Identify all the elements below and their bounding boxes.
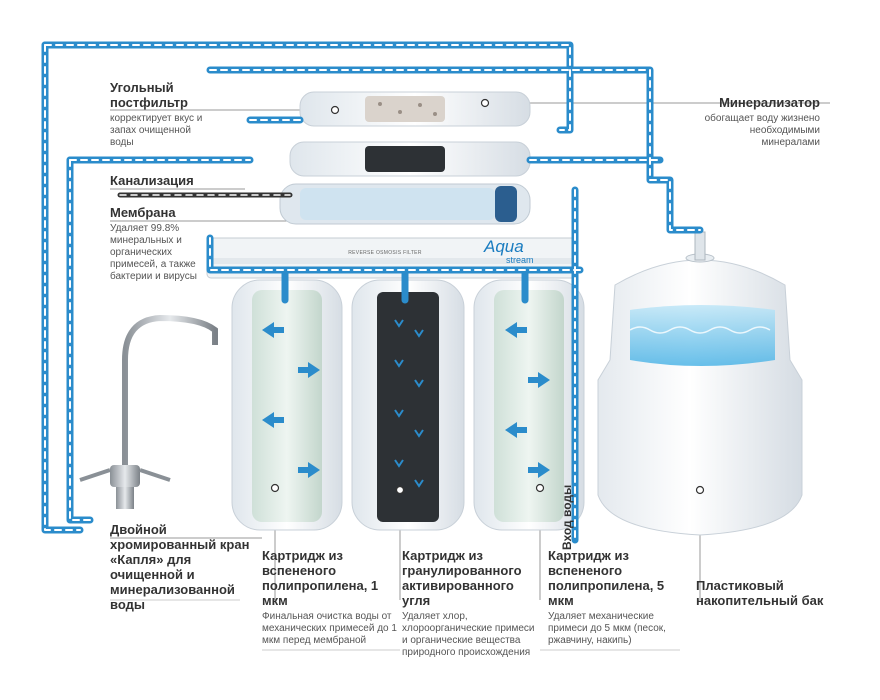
label-faucet-title: Двойной хромированный кран «Капля» для о… [110,522,250,612]
label-mineralizer-title: Минерализатор [719,95,820,110]
label-postfilter-desc: корректирует вкус и запах очищенной воды [110,113,203,148]
pipe-left-inner [66,156,94,524]
label-tank: Пластиковый накопительный бак [696,578,830,608]
label-membrane-desc: Удаляет 99.8% минеральных и органических… [110,223,197,282]
brand-name-line1: Aqua [484,237,524,256]
filter-housing-2 [351,279,465,531]
label-postfilter: Угольный постфильтр корректирует вкус и … [110,80,210,149]
label-mineralizer: Минерализатор обогащает воду жизнено нео… [700,95,820,149]
label-membrane: Мембрана Удаляет 99.8% минеральных и орг… [110,205,210,283]
label-inlet: Вход воды [560,470,584,550]
label-faucet: Двойной хромированный кран «Капля» для о… [110,522,252,612]
label-cartridge2-desc: Удаляет хлор, хлороорганические примеси … [402,611,535,658]
label-inlet-title: Вход воды [560,484,574,550]
label-cartridge1-desc: Финальная очистка воды от механических п… [262,611,397,646]
faucet [79,314,218,509]
label-drain: Канализация [110,173,230,188]
label-cartridge3: Картридж из вспененого полипропилена, 5 … [548,548,683,647]
membrane-cartridge [279,183,531,225]
label-cartridge3-desc: Удаляет механические примеси до 5 мкм (п… [548,611,666,646]
brand-name-line2: stream [506,255,534,265]
label-membrane-title: Мембрана [110,205,176,220]
filter-housing-3 [473,279,585,531]
brand-logo: Aqua stream [484,238,544,265]
pipe-left-outer [41,41,84,534]
markers [270,98,705,495]
label-cartridge2: Картридж из гранулированного активирован… [402,548,542,659]
flow-arrows [262,322,550,478]
mineralizer-cartridge [299,91,531,127]
label-cartridge1-title: Картридж из вспененого полипропилена, 1 … [262,548,379,608]
carbon-flow-marks [394,319,424,488]
water-pipes [41,41,704,544]
label-postfilter-title: Угольный постфильтр [110,80,188,110]
label-cartridge2-title: Картридж из гранулированного активирован… [402,548,522,608]
label-drain-title: Канализация [110,173,194,188]
storage-tank [597,231,803,536]
label-cartridge1: Картридж из вспененого полипропилена, 1 … [262,548,397,647]
label-tank-title: Пластиковый накопительный бак [696,578,824,608]
postfilter-cartridge [289,141,531,177]
label-cartridge3-title: Картридж из вспененого полипропилена, 5 … [548,548,665,608]
label-mineralizer-desc: обогащает воду жизнено необходимыми мине… [704,113,820,148]
filter-housing-1 [231,279,343,531]
panel-label: REVERSE OSMOSIS FILTER [348,250,422,256]
